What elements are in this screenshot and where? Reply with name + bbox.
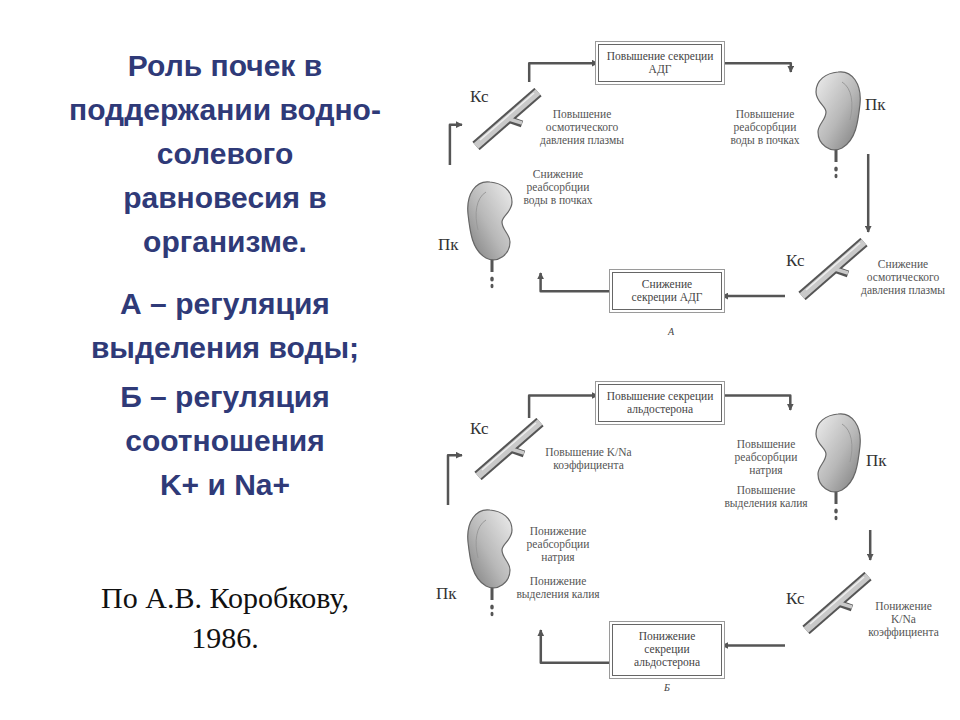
flow-arrow bbox=[867, 154, 870, 232]
flow-arrow bbox=[722, 63, 791, 72]
organ-stage: Пк Снижение реабсорбции воды в почках bbox=[435, 165, 600, 273]
box-label: Повышение секреции АДГ bbox=[605, 50, 715, 76]
kidney-picture bbox=[468, 182, 512, 288]
stage-caption: Понижение выделения калия bbox=[516, 575, 600, 601]
vessel-picture bbox=[802, 242, 864, 296]
subtitle-text: Б – регуляция соотношения K+ и Na+ bbox=[111, 375, 339, 507]
source-caption: По А.В. Коробкову, 1986. bbox=[75, 578, 375, 658]
organ-label: Кс bbox=[786, 252, 812, 271]
organ-stage: КсПовышение осмотического давления плазм… bbox=[462, 82, 622, 152]
organ-stage: Кс Снижение осмотического давления плазмы bbox=[785, 232, 948, 304]
flow-arrow bbox=[869, 530, 872, 560]
kidney-picture bbox=[816, 72, 860, 178]
organ-label: Пк bbox=[438, 236, 464, 255]
stage-caption: Снижение осмотического давления плазмы bbox=[858, 258, 948, 297]
process-box: Повышение секреции АДГ bbox=[598, 44, 722, 82]
organ-label: Пк bbox=[865, 96, 891, 115]
organ-label: Кс bbox=[786, 590, 812, 609]
organ-label: Кс bbox=[470, 420, 500, 439]
flow-arrow bbox=[541, 630, 612, 663]
flow-arrow bbox=[722, 295, 785, 298]
flow-arrow bbox=[450, 125, 462, 165]
stage-caption: Снижение реабсорбции воды в почках bbox=[516, 168, 600, 207]
organ-stage: Пк Понижение реабсорбции натрияПонижение … bbox=[432, 505, 602, 630]
flow-arrow bbox=[722, 644, 785, 647]
organ-label: Кс bbox=[470, 88, 500, 107]
process-box: Понижение секреции альдостерона bbox=[612, 624, 722, 676]
slide-title: Роль почек в поддержании водно-солевого … bbox=[65, 44, 385, 264]
stage-caption: Понижение K/Na коэффициента bbox=[862, 600, 945, 639]
organ-label: Пк bbox=[436, 585, 462, 604]
flow-arrow bbox=[529, 396, 598, 419]
organ-stage: Повышение реабсорбции воды в почках Пк bbox=[722, 72, 894, 154]
subtitle-text: А – регуляция выделения воды; bbox=[65, 282, 385, 370]
box-label: Понижение секреции альдостерона bbox=[619, 630, 715, 670]
organ-stage: Повышение реабсорбции натрияПовышение вы… bbox=[724, 410, 894, 530]
stage-caption: Повышение реабсорбции натрия bbox=[724, 438, 808, 477]
stage-caption: Повышение осмотического давления плазмы bbox=[540, 108, 624, 147]
flow-arrow bbox=[541, 273, 612, 291]
flow-arrow bbox=[722, 396, 790, 411]
panel-letter: Б bbox=[652, 682, 682, 693]
stage-caption: Повышение K/Na коэффициента bbox=[545, 446, 632, 472]
stage-caption: Повышение выделения калия bbox=[724, 484, 808, 510]
flow-arrow bbox=[529, 63, 598, 82]
kidney-picture bbox=[816, 414, 860, 520]
process-box: Повышение секреции альдостерона bbox=[598, 384, 722, 422]
kidney-picture bbox=[468, 510, 512, 616]
panel-letter: А bbox=[656, 326, 686, 337]
process-box: Снижение секреции АДГ bbox=[612, 272, 722, 310]
box-label: Повышение секреции альдостерона bbox=[605, 390, 715, 416]
stage-caption: Понижение реабсорбции натрия bbox=[516, 525, 600, 564]
organ-stage: КсПовышение K/Na коэффициента bbox=[462, 418, 634, 480]
organ-stage: КсПонижение K/Na коэффициента bbox=[785, 560, 948, 655]
stage-caption: Повышение реабсорбции воды в почках bbox=[722, 108, 808, 147]
box-label: Снижение секреции АДГ bbox=[619, 278, 715, 304]
vessel-picture bbox=[806, 576, 868, 630]
organ-label: Пк bbox=[866, 452, 892, 471]
flow-arrow bbox=[448, 455, 462, 505]
